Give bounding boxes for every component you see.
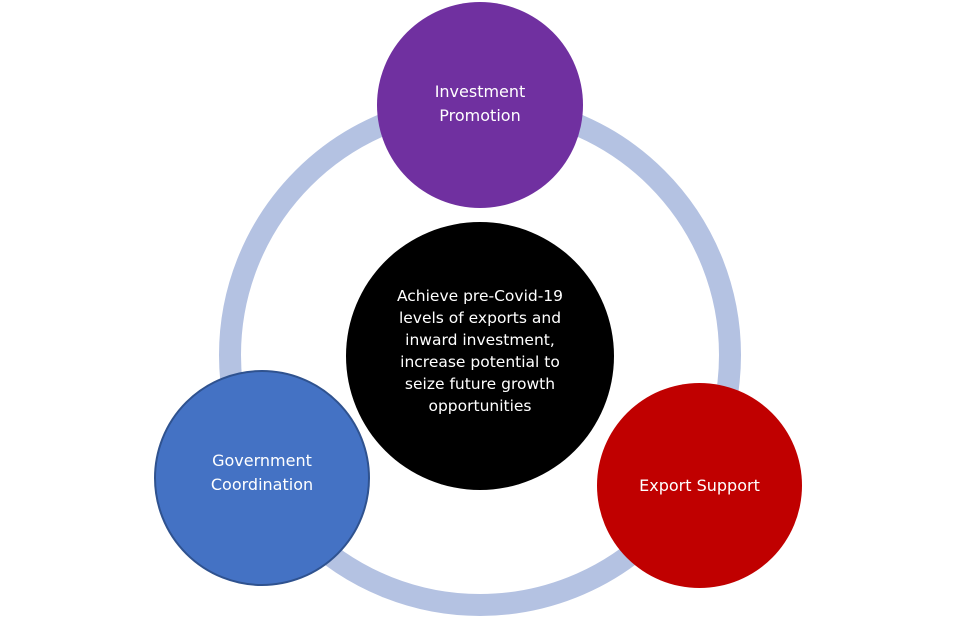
- investment-promotion-label: Investment Promotion: [434, 82, 526, 125]
- central-goal-node: Achieve pre-Covid-19 levels of exports a…: [346, 222, 614, 490]
- export-support-label: Export Support: [639, 475, 760, 495]
- export-support-node: Export Support: [597, 383, 802, 588]
- government-coordination-node: Government Coordination: [154, 370, 370, 586]
- investment-promotion-node: Investment Promotion: [377, 2, 583, 208]
- central-goal-label: Achieve pre-Covid-19 levels of exports a…: [396, 287, 564, 415]
- government-coordination-label: Government Coordination: [210, 451, 314, 494]
